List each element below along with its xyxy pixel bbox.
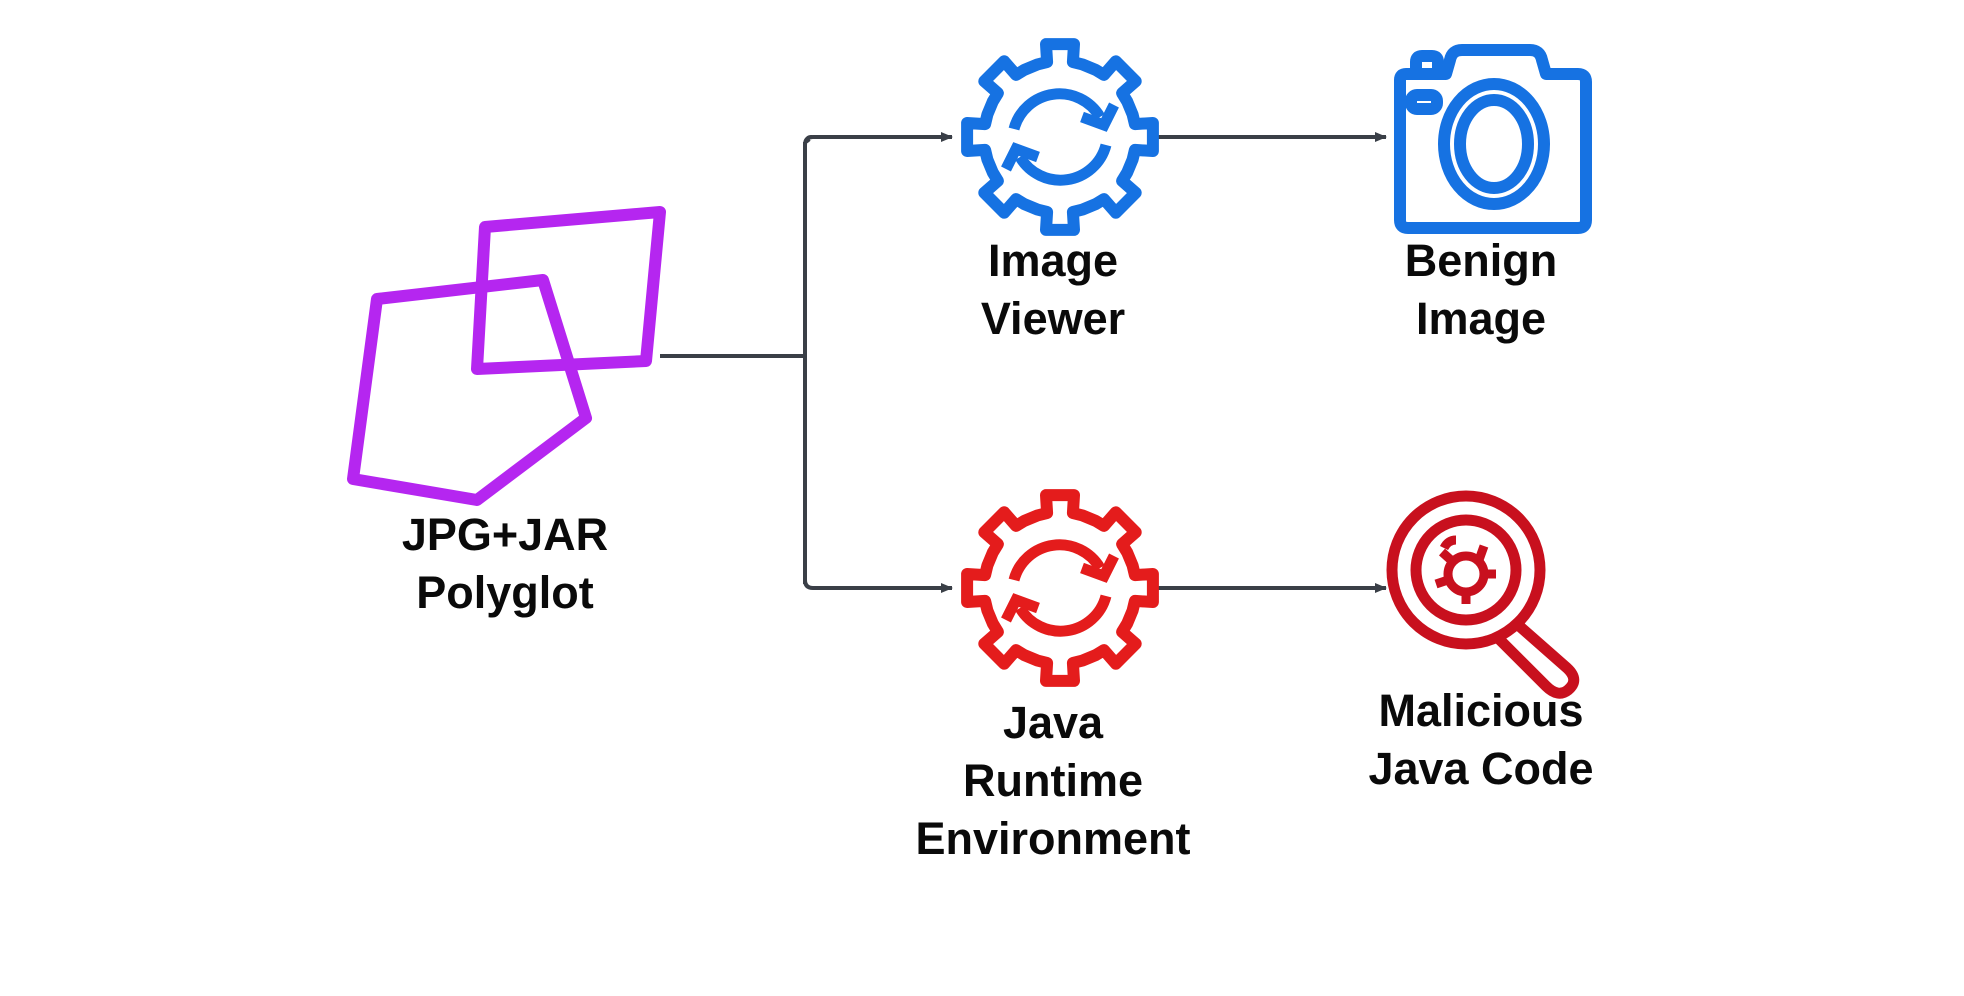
malicious-code-label: Malicious Java Code <box>1368 682 1593 798</box>
polyglot-label: JPG+JAR Polyglot <box>402 506 608 622</box>
jre-label-line-1: Java <box>1002 697 1104 748</box>
camera-lens-outer <box>1438 78 1550 210</box>
polyglot-icon <box>347 206 666 506</box>
edge-polyglot-to-image-viewer <box>803 132 953 146</box>
camera-viewfinder <box>1405 89 1443 115</box>
magnifier-outer-ring <box>1386 490 1546 650</box>
magnifier-handle <box>1494 618 1580 699</box>
bug-magnifier-icon <box>1386 490 1580 699</box>
malicious-code-label-line-1: Malicious <box>1378 685 1584 736</box>
sync-arrows-icon <box>1001 539 1119 637</box>
connectors <box>660 132 1387 593</box>
jre-label: Java Runtime Environment <box>915 694 1190 868</box>
sync-arrows-icon <box>1001 88 1119 186</box>
polyglot-label-line-1: JPG+JAR <box>401 509 609 560</box>
camera-flash <box>1410 50 1444 70</box>
polyglot-square-shape <box>471 206 666 375</box>
image-viewer-label: Image Viewer <box>981 232 1125 348</box>
benign-image-label-line-2: Image <box>1415 293 1547 344</box>
gear-sync-icon <box>961 38 1159 236</box>
benign-image-label-line-1: Benign <box>1404 235 1558 286</box>
bug-icon <box>1434 535 1496 604</box>
camera-icon <box>1394 44 1592 234</box>
connector-branch-vertical <box>803 135 813 584</box>
gear-outline <box>961 38 1159 236</box>
camera-lens-inner <box>1454 94 1534 194</box>
jre-label-line-3: Environment <box>915 813 1191 864</box>
edge-polyglot-to-jre <box>803 579 953 593</box>
magnifier-inner-ring <box>1410 514 1522 626</box>
polyglot-label-line-2: Polyglot <box>416 567 594 618</box>
jre-label-line-2: Runtime <box>962 755 1143 806</box>
image-viewer-label-line-2: Viewer <box>980 293 1126 344</box>
malicious-code-label-line-2: Java Code <box>1368 743 1594 794</box>
polyglot-pentagon-shape <box>347 274 592 506</box>
gear-sync-icon <box>961 489 1159 687</box>
gear-outline <box>961 489 1159 687</box>
image-viewer-label-line-1: Image <box>987 235 1119 286</box>
camera-body <box>1394 44 1592 234</box>
benign-image-label: Benign Image <box>1405 232 1558 348</box>
